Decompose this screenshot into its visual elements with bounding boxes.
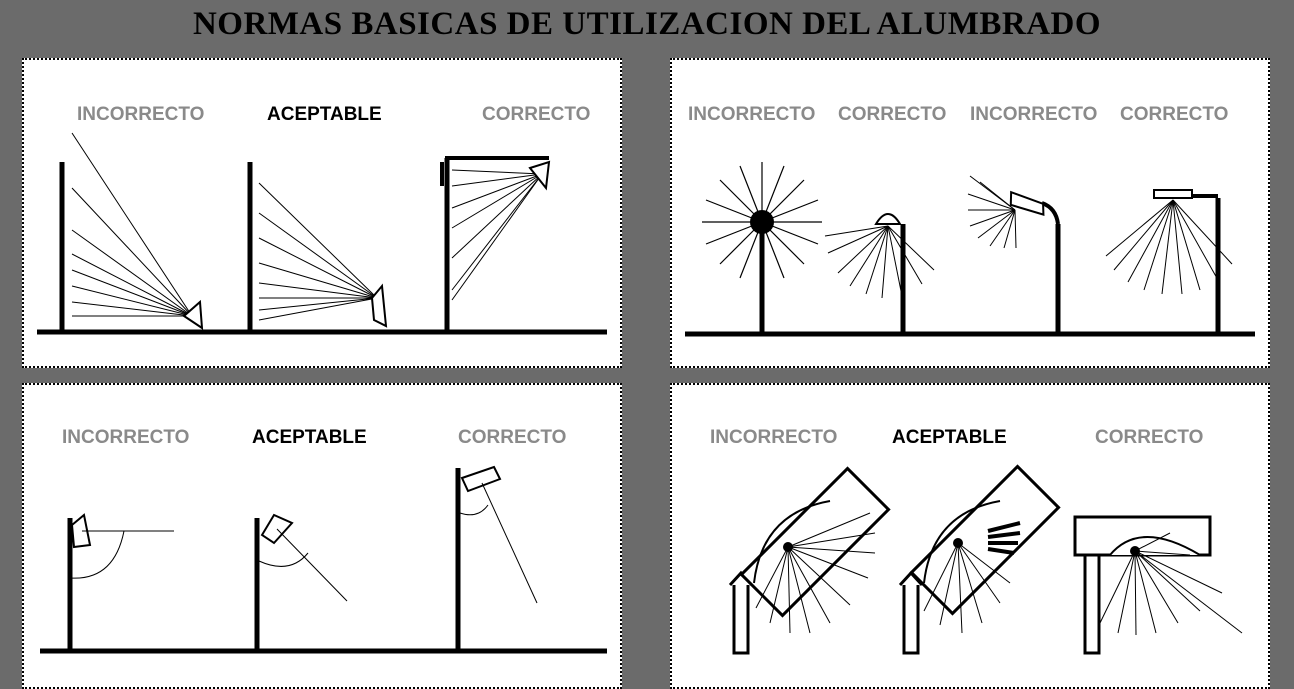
label-aceptable: ACEPTABLE: [252, 427, 367, 448]
tilted-luminaire-incorrecto: [728, 466, 891, 655]
label-incorrecto-1: INCORRECTO: [688, 104, 815, 125]
tilted-luminaire-aceptable: [898, 464, 1061, 655]
label-incorrecto-2: INCORRECTO: [970, 104, 1097, 125]
shielded-lamp-correcto: [824, 213, 935, 332]
panel-top-left: INCORRECTO ACEPTABLE CORRECTO: [22, 58, 622, 368]
label-incorrecto: INCORRECTO: [77, 104, 204, 125]
label-correcto-2: CORRECTO: [1120, 104, 1228, 125]
box-luminaire-correcto: [1073, 515, 1243, 655]
page-title: NORMAS BASICAS DE UTILIZACION DEL ALUMBR…: [192, 6, 1102, 42]
panel-bottom-left: INCORRECTO ACEPTABLE CORRECTO: [22, 383, 622, 689]
label-incorrecto: INCORRECTO: [62, 427, 189, 448]
luminaire-shielding-diagram: INCORRECTO ACEPTABLE CORRECTO: [710, 427, 1243, 655]
streetlight-diagram: INCORRECTO CORRECTO INCORRECTO CORRECTO: [685, 104, 1255, 337]
aim-horizontal-incorrecto: [67, 513, 174, 649]
floodlight-angle-diagram: INCORRECTO ACEPTABLE CORRECTO: [37, 104, 607, 335]
aim-down-correcto: [455, 465, 538, 649]
label-correcto: CORRECTO: [482, 104, 590, 125]
label-aceptable: ACEPTABLE: [267, 104, 382, 125]
aiming-angle-diagram: INCORRECTO ACEPTABLE CORRECTO: [40, 427, 607, 654]
label-correcto-1: CORRECTO: [838, 104, 946, 125]
cobra-head-correcto: [1105, 189, 1233, 332]
label-correcto: CORRECTO: [458, 427, 566, 448]
cobra-head-incorrecto: [967, 175, 1061, 332]
panel-bottom-right: INCORRECTO ACEPTABLE CORRECTO: [670, 383, 1270, 689]
panel-top-right: INCORRECTO CORRECTO INCORRECTO CORRECTO: [670, 58, 1270, 368]
floodlight-incorrecto: [59, 132, 204, 330]
label-incorrecto: INCORRECTO: [710, 427, 837, 448]
aim-tilted-aceptable: [254, 513, 348, 649]
label-aceptable: ACEPTABLE: [892, 427, 1007, 448]
label-correcto: CORRECTO: [1095, 427, 1203, 448]
floodlight-correcto: [440, 156, 551, 330]
floodlight-aceptable: [247, 162, 388, 330]
globe-lamp-incorrecto: [702, 162, 822, 332]
